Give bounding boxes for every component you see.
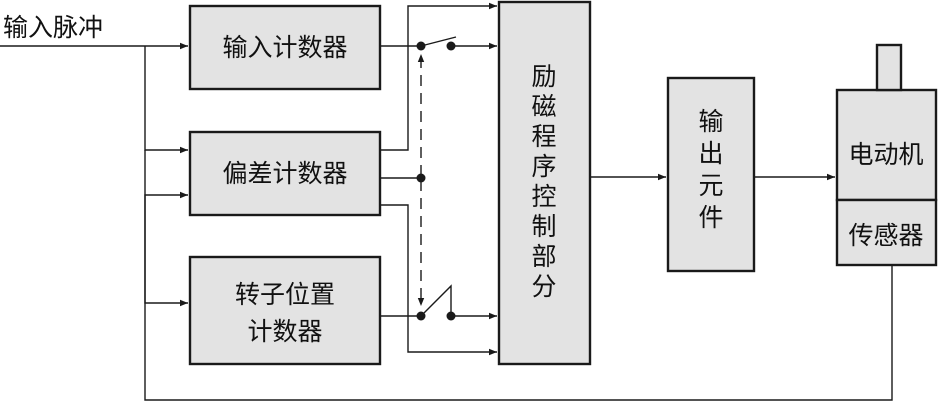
- input-pulse-label: 输入脉冲: [3, 13, 103, 42]
- input-counter-label: 输入计数器: [222, 33, 347, 62]
- excitation-char: 制: [531, 212, 556, 241]
- excitation-char: 分: [531, 272, 556, 301]
- deviation-junction-dot: [416, 173, 426, 183]
- rotor-position-label-line1: 转子位置: [235, 280, 335, 309]
- input-to-rotor-arrow: [144, 150, 188, 307]
- output-element-block: [666, 76, 756, 273]
- lower-switch-blade: [420, 284, 452, 317]
- motor-shaft: [875, 43, 903, 92]
- motor-label: 电动机: [848, 140, 923, 169]
- excitation-char: 程: [531, 122, 556, 151]
- sensor-feedback-line: [144, 191, 893, 401]
- excitation-label: 励 磁 程 序 控 制 部 分: [531, 62, 556, 301]
- sensor-block: [835, 198, 938, 267]
- excitation-sequence-control-block: [497, 0, 592, 366]
- deviation-bottom-output-arrow: [380, 204, 497, 356]
- lower-switch-contact-dot: [446, 311, 456, 321]
- upper-switch-contact-dot: [446, 41, 456, 51]
- upper-switch-pivot-dot: [416, 41, 426, 51]
- excitation-char: 控: [531, 182, 556, 211]
- excitation-char: 磁: [531, 92, 556, 121]
- rotor-position-counter-block: [188, 255, 382, 366]
- output-element-label: 输 出 元 件: [698, 107, 723, 232]
- upper-switch-blade: [420, 36, 457, 47]
- excitation-char: 部: [531, 242, 556, 271]
- output-char: 元: [698, 171, 723, 200]
- output-char: 输: [698, 107, 723, 136]
- sensor-label: 传感器: [848, 221, 923, 250]
- deviation-counter-label: 偏差计数器: [222, 159, 347, 188]
- excitation-char: 励: [531, 62, 556, 91]
- deviation-counter-block: [188, 130, 382, 217]
- excitation-char: 序: [531, 152, 556, 181]
- input-to-deviation-arrow: [144, 46, 188, 154]
- rotor-position-label-line2: 计数器: [247, 317, 322, 346]
- input-counter-block: [188, 4, 382, 91]
- output-char: 出: [698, 139, 723, 168]
- deviation-top-output-arrow: [380, 2, 497, 151]
- lower-switch-pivot-dot: [416, 311, 426, 321]
- output-char: 件: [698, 203, 723, 232]
